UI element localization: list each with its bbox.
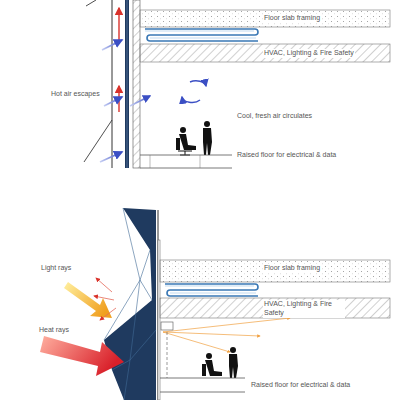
annotation-label: HVAC, Lighting & Fire Safety [263, 49, 355, 58]
annotation-label: Cool, fresh air circulates [236, 112, 313, 121]
annotation-label: Raised floor for electrical & data [250, 381, 351, 390]
annotation-label: Heat rays [38, 326, 70, 335]
top-section [84, 0, 390, 168]
annotation-label: Floor slab framing [263, 14, 321, 23]
annotation-label: Hot air escapes [50, 90, 101, 99]
annotation-label: Floor slab framing [263, 264, 321, 273]
annotation-label: Light rays [40, 264, 72, 273]
bottom-section [40, 208, 390, 400]
annotation-label: HVAC, Lighting & Fire Safety [263, 300, 345, 318]
annotation-label: Raised floor for electrical & data [236, 151, 337, 160]
